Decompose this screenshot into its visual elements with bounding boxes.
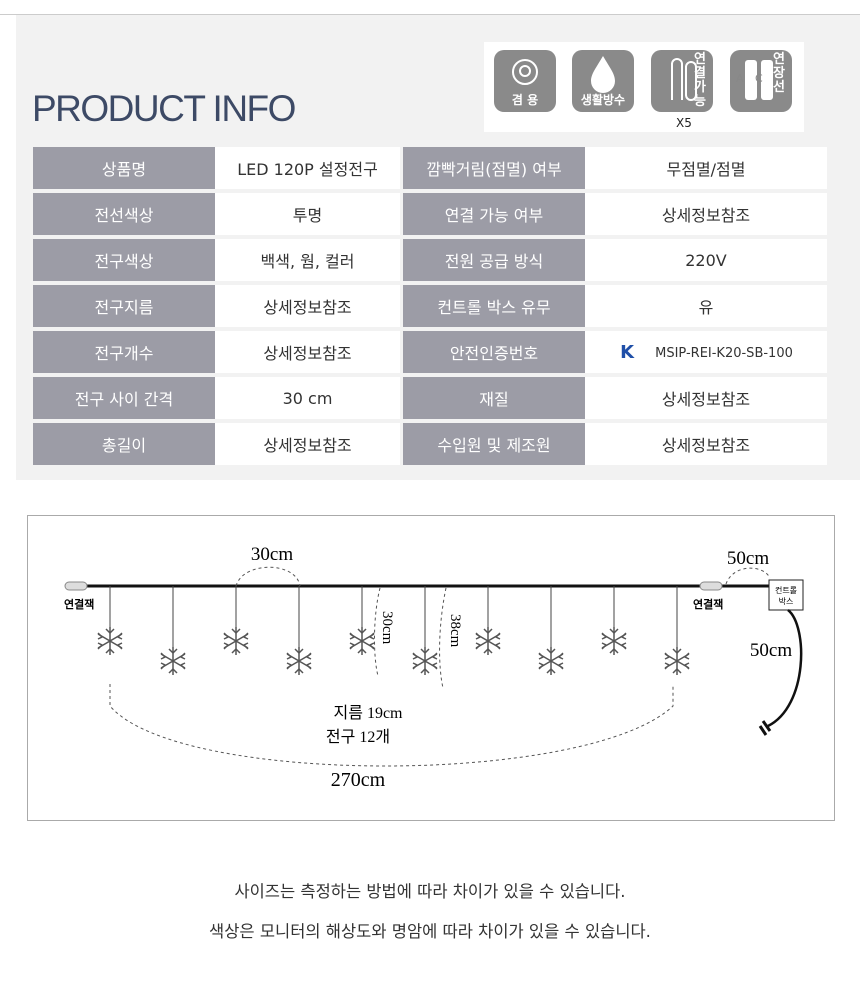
spec-value: LED 120P 설정전구 [215, 147, 400, 193]
snowflake-icon [286, 646, 312, 676]
spec-value: 상세정보참조 [585, 193, 827, 239]
svg-text:50cm: 50cm [750, 640, 792, 661]
spec-value: 상세정보참조 [585, 423, 827, 469]
svg-text:전구 12개: 전구 12개 [326, 728, 390, 746]
spec-label: 전선색상 [33, 193, 215, 239]
control-box [768, 579, 804, 611]
spec-label: 상품명 [33, 147, 215, 193]
spec-row: 전구색상 백색, 웜, 컬러 전원 공급 방식 220V [33, 239, 827, 285]
spec-row: 전선색상 투명 연결 가능 여부 상세정보참조 [33, 193, 827, 239]
spec-row: 전구 사이 간격 30 cm 재질 상세정보참조 [33, 377, 827, 423]
snowflake-icon [160, 646, 186, 676]
spec-label: 재질 [403, 377, 585, 423]
svg-text:컨트롤: 컨트롤 [775, 585, 797, 595]
lead-arc [725, 567, 771, 585]
snowflake-icon [601, 626, 627, 656]
svg-text:30cm: 30cm [251, 544, 293, 565]
feature-icons: 겸 용 생활방수 연결가능 X5 A C 연장선 [484, 42, 804, 132]
spec-label: 연결 가능 여부 [403, 193, 585, 239]
spec-value: 투명 [215, 193, 400, 239]
spec-label: 컨트롤 박스 유무 [403, 285, 585, 331]
svg-text:50cm: 50cm [727, 548, 769, 569]
svg-text:연결잭: 연결잭 [64, 597, 94, 611]
left-connector-icon [64, 581, 88, 591]
spec-label: 수입원 및 제조원 [403, 423, 585, 469]
extension-cord-icon: A C 연장선 [730, 50, 792, 112]
water-resistant-icon: 생활방수 [572, 50, 634, 112]
spec-label: 전구지름 [33, 285, 215, 331]
size-notice: 사이즈는 측정하는 방법에 따라 차이가 있을 수 있습니다. [234, 882, 626, 901]
spec-value: 상세정보참조 [585, 377, 827, 423]
svg-text:박스: 박스 [779, 596, 794, 606]
snowflake-icon [538, 646, 564, 676]
right-connector-icon [699, 581, 723, 591]
plug-icon [758, 720, 772, 736]
spec-label: 전구개수 [33, 331, 215, 377]
power-cord [767, 609, 803, 728]
spec-value: 상세정보참조 [215, 423, 400, 469]
svg-text:38cm: 38cm [447, 614, 463, 648]
snowflake-icon [475, 626, 501, 656]
spec-label: 깜빡거림(점멸) 여부 [403, 147, 585, 193]
snowflake-icon [223, 626, 249, 656]
spec-value: 상세정보참조 [215, 331, 400, 377]
spec-row: 전구지름 상세정보참조 컨트롤 박스 유무 유 [33, 285, 827, 331]
svg-text:270cm: 270cm [331, 769, 386, 791]
connect-count: X5 [676, 116, 692, 130]
spec-value: 백색, 웜, 컬러 [215, 239, 400, 285]
snowflake-icon [664, 646, 690, 676]
spec-value: 유 [585, 285, 827, 331]
spec-label: 전구 사이 간격 [33, 377, 215, 423]
product-diagram: 컨트롤 박스 30cm 50cm 50cm 연결잭 연결잭 30cm 38cm … [27, 515, 835, 821]
spec-value: 상세정보참조 [215, 285, 400, 331]
spec-row: 상품명 LED 120P 설정전구 깜빡거림(점멸) 여부 무점멸/점멸 [33, 147, 827, 193]
spec-label: 안전인증번호 [403, 331, 585, 377]
kc-mark-icon: K [620, 342, 635, 364]
spec-value: 220V [585, 239, 827, 285]
svg-text:지름 19cm: 지름 19cm [334, 704, 404, 722]
color-notice: 색상은 모니터의 해상도와 명암에 따라 차이가 있을 수 있습니다. [209, 922, 651, 941]
spec-value: 무점멸/점멸 [585, 147, 827, 193]
snowflake-icon [97, 626, 123, 656]
spec-label: 총길이 [33, 423, 215, 469]
spec-label: 전구색상 [33, 239, 215, 285]
snowflake-icon [412, 646, 438, 676]
total-length-arc [109, 684, 674, 767]
spec-label: 전원 공급 방식 [403, 239, 585, 285]
spec-value: 30 cm [215, 377, 400, 423]
svg-text:연결잭: 연결잭 [693, 597, 723, 611]
connectable-icon: 연결가능 [651, 50, 713, 112]
svg-text:30cm: 30cm [379, 611, 395, 645]
top-divider [0, 14, 860, 15]
spec-row: 총길이 상세정보참조 수입원 및 제조원 상세정보참조 [33, 423, 827, 469]
snowflake-icon [349, 626, 375, 656]
dual-use-icon: 겸 용 [494, 50, 556, 112]
spacing-arc [235, 566, 301, 587]
page-title: PRODUCT INFO [32, 88, 296, 129]
